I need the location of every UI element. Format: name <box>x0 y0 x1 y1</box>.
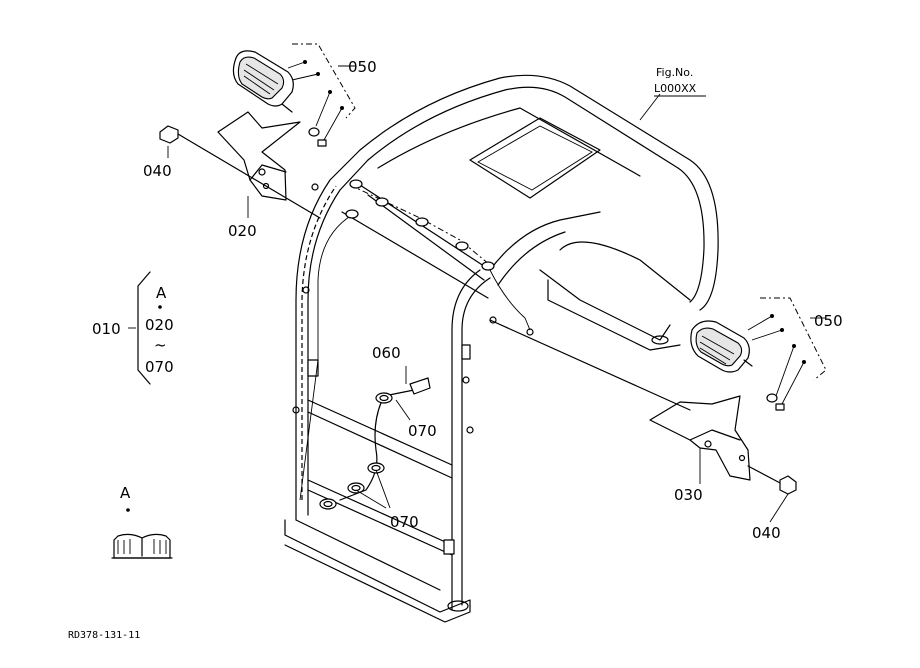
bolt-040-left <box>159 125 321 219</box>
work-light-right <box>690 320 753 373</box>
bolt-040-right <box>747 465 797 495</box>
label-020: 020 <box>228 222 257 240</box>
work-light-left <box>232 50 294 113</box>
wiring-harness <box>299 179 534 501</box>
bracket-030 <box>649 395 751 481</box>
label-050-right: 050 <box>814 312 843 330</box>
label-070-upper: 070 <box>408 422 437 440</box>
clamps-070 <box>319 392 393 510</box>
label-group-a: A <box>156 284 167 302</box>
label-group-020: 020 <box>145 316 174 334</box>
rops-frame <box>284 74 719 623</box>
bracket-020 <box>217 111 301 201</box>
label-030: 030 <box>674 486 703 504</box>
leader-lines <box>128 65 826 523</box>
legend-a-label: A <box>120 484 131 502</box>
label-060: 060 <box>372 344 401 362</box>
drawing-code: RD378-131-11 <box>68 630 140 641</box>
hardware-left <box>287 60 344 147</box>
hardware-right <box>747 314 806 411</box>
label-group-070: 070 <box>145 358 174 376</box>
label-050-top: 050 <box>348 58 377 76</box>
label-group-tilde: ~ <box>154 336 167 354</box>
label-010: 010 <box>92 320 121 338</box>
legend-a: A <box>111 484 173 559</box>
fig-no-value: L000XX <box>654 82 697 95</box>
fig-no-title: Fig.No. <box>656 66 693 79</box>
bracket-050-right <box>760 297 827 381</box>
label-070-lower: 070 <box>390 513 419 531</box>
label-040-left: 040 <box>143 162 172 180</box>
harness-060 <box>339 377 431 501</box>
open-book-icon <box>111 533 173 559</box>
label-040-right: 040 <box>752 524 781 542</box>
harness-clamps <box>345 179 495 271</box>
